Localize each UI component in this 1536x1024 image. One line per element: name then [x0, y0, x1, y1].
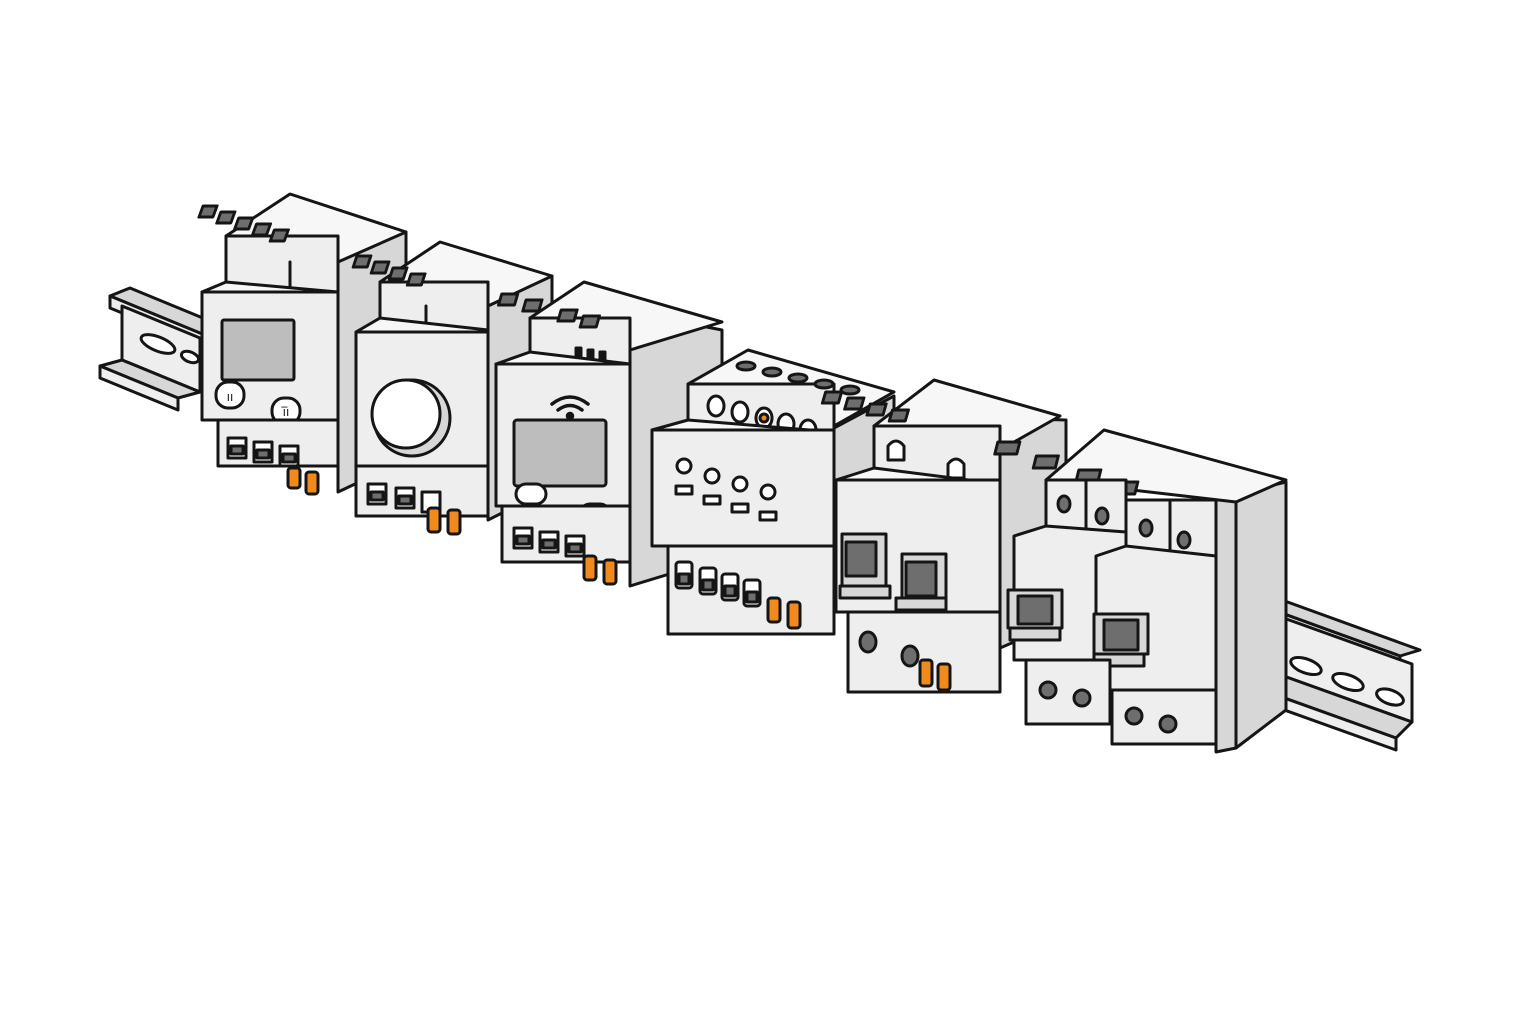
din-rail-left: [98, 286, 234, 412]
orange-terminal-icon: [286, 466, 302, 490]
dial-knob-icon: [370, 378, 452, 458]
orange-terminal-icon: [582, 554, 598, 582]
orange-terminal-icon: [304, 470, 320, 496]
terminal-slots-top: [197, 204, 290, 243]
toggle-lever-icon: [894, 552, 948, 612]
orange-terminal-icon: [936, 662, 952, 692]
button-icon: [514, 482, 548, 506]
module-rotary-timer: [351, 240, 554, 536]
orange-terminal-icon: [918, 658, 934, 688]
module-breaker-pair: [993, 428, 1288, 754]
terminal-slots-top: [496, 292, 601, 329]
terminal-slots-top: [820, 390, 910, 423]
terminal-block: [674, 560, 802, 630]
module-energy-meter: ıı ı̅ı: [197, 192, 408, 496]
orange-terminal-icon: [766, 596, 782, 624]
led-indicator-icon: [758, 412, 770, 424]
toggle-lever-icon: [1006, 588, 1064, 642]
din-rail-right: [1260, 598, 1422, 752]
orange-terminal-icon: [786, 600, 802, 630]
orange-terminal-icon: [446, 508, 462, 536]
button-icon: [214, 380, 246, 410]
terminal-slots-top: [735, 360, 861, 396]
lcd-display-icon: [220, 318, 296, 382]
module-two-pole-breaker: [820, 378, 1068, 694]
orange-terminal-icon: [426, 506, 442, 534]
screw-terminal-icon: [946, 457, 966, 480]
screw-terminal-icon: [886, 439, 906, 462]
toggle-lever-icon: [1092, 612, 1150, 668]
lcd-display-icon: [512, 418, 608, 488]
svg-text:ı̅ı: ı̅ı: [280, 405, 289, 419]
svg-text:ıı: ıı: [227, 390, 234, 404]
terminal-block: [366, 482, 462, 536]
terminal-block: [512, 526, 618, 586]
terminal-slots-top: [351, 254, 427, 287]
indicator-row: [674, 457, 778, 522]
toggle-lever-icon: [838, 532, 892, 600]
terminal-block: [226, 436, 320, 496]
wifi-icon: [550, 395, 590, 421]
orange-terminal-icon: [602, 558, 618, 586]
